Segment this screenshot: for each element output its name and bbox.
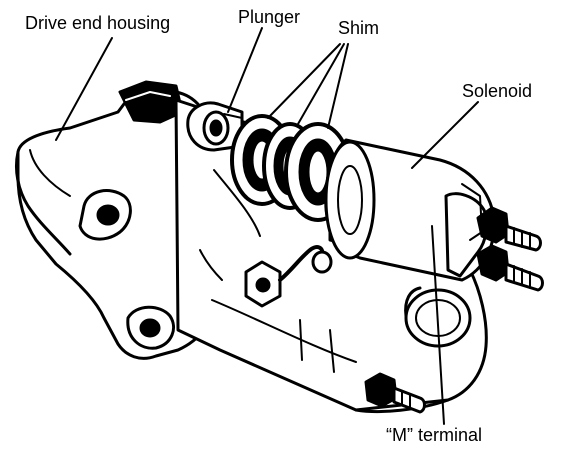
upper-terminal bbox=[476, 206, 542, 252]
leader-shim-3 bbox=[327, 43, 349, 129]
lower-terminal bbox=[476, 244, 544, 292]
solenoid-label: Solenoid bbox=[462, 81, 533, 101]
leader-solenoid bbox=[411, 101, 479, 169]
solenoid bbox=[324, 138, 496, 282]
plunger-label: Plunger bbox=[238, 7, 301, 27]
leader-shim-2 bbox=[297, 43, 345, 125]
drive-end-housing bbox=[14, 80, 216, 360]
m-terminal-stud bbox=[364, 372, 426, 414]
leader-m-terminal bbox=[431, 225, 445, 425]
plunger bbox=[186, 101, 244, 152]
leader-plunger bbox=[227, 27, 263, 113]
leader-lines bbox=[55, 27, 479, 425]
m-terminal-label: “M” terminal bbox=[386, 425, 483, 445]
shim-label: Shim bbox=[338, 18, 380, 38]
leader-shim-1 bbox=[267, 43, 341, 119]
leader-drive-end bbox=[55, 37, 113, 141]
drive-end-housing-label: Drive end housing bbox=[25, 13, 171, 33]
lead-wire-bracket bbox=[244, 245, 333, 308]
